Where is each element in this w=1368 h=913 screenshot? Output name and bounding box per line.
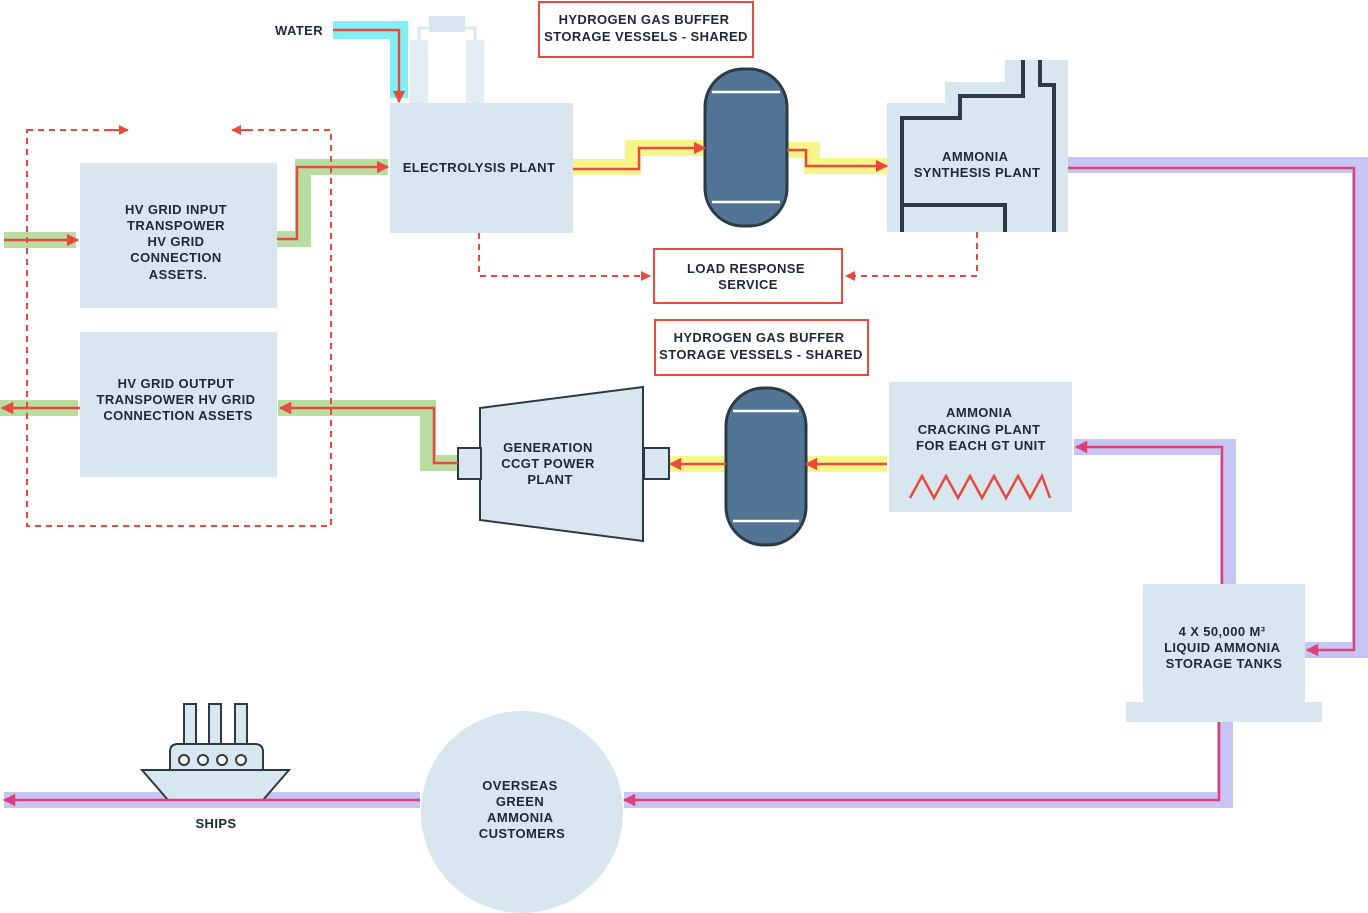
ammonia-synthesis-plant bbox=[887, 60, 1068, 232]
generation-ccgt-plant bbox=[457, 385, 670, 543]
electrolysis-plant-label: ELECTROLYSIS PLANT bbox=[403, 160, 556, 175]
ammonia-synthesis-band bbox=[1068, 157, 1368, 658]
ammonia-cracking-arrow bbox=[1074, 440, 1224, 584]
synthesis-load-dashed-line bbox=[845, 232, 978, 281]
turbine-body bbox=[479, 385, 644, 543]
ammonia-cracking-plant bbox=[889, 382, 1072, 512]
ammonia-synthesis-shape bbox=[887, 60, 1068, 232]
electrolysis-chimney-left bbox=[410, 40, 428, 105]
h2-synthesis-band bbox=[787, 142, 887, 174]
generation-to-grid-arrow bbox=[278, 401, 458, 465]
turbine-shaft-left bbox=[457, 447, 482, 480]
water-label: WATER bbox=[275, 23, 323, 38]
h2-synthesis-arrow bbox=[787, 148, 889, 173]
water-arrow bbox=[333, 28, 406, 104]
ammonia-customers-arrow bbox=[622, 722, 1221, 807]
electrolysis-plant-box bbox=[390, 103, 573, 233]
hydrogen-vessel-top bbox=[703, 67, 789, 228]
ships-label: SHIPS bbox=[195, 816, 236, 831]
cracking-plant-box bbox=[889, 382, 1072, 512]
generation-to-grid-band bbox=[278, 400, 458, 471]
hv-grid-input-box bbox=[80, 163, 277, 308]
overseas-customers-circle bbox=[421, 711, 623, 913]
h2-buffer-mid-label: HYDROGEN GAS BUFFER STORAGE VESSELS - SH… bbox=[659, 330, 863, 362]
customers-label: OVERSEAS GREEN AMMONIA CUSTOMERS bbox=[479, 778, 565, 841]
cracking-plant-label: AMMONIA CRACKING PLANT FOR EACH GT UNIT bbox=[916, 405, 1046, 453]
h2-buffer-mid-box bbox=[654, 319, 869, 376]
grid-to-electrolysis-arrow bbox=[277, 160, 390, 241]
ammonia-customers-band bbox=[624, 722, 1233, 808]
h2-electrolysis-arrow bbox=[573, 141, 707, 171]
ship-icon bbox=[139, 703, 292, 801]
liquid-ammonia-storage-tanks bbox=[1126, 584, 1322, 722]
grid-to-electrolysis-band bbox=[277, 159, 388, 247]
dashed-gap-cover bbox=[122, 120, 238, 140]
electrolysis-plant bbox=[390, 16, 573, 233]
electrolysis-chimney-right bbox=[466, 40, 484, 105]
load-response-label: LOAD RESPONSE SERVICE bbox=[687, 261, 809, 292]
water-band bbox=[333, 21, 408, 98]
hv-grid-output-box bbox=[80, 332, 277, 477]
hydrogen-vessel-bottom bbox=[724, 386, 808, 547]
hv-grid-output-label: HV GRID OUTPUT TRANSPOWER HV GRID CONNEC… bbox=[97, 376, 260, 423]
storage-tanks-label: 4 X 50,000 M³ LIQUID AMMONIA STORAGE TAN… bbox=[1164, 624, 1284, 671]
ammonia-cracking-band bbox=[1074, 439, 1236, 584]
h2-buffer-top-box bbox=[538, 1, 754, 58]
turbine-shaft-right bbox=[643, 447, 670, 480]
grid-connection-dashed-boundary bbox=[26, 129, 332, 527]
ammonia-synthesis-arrow bbox=[1068, 166, 1356, 657]
generation-label: GENERATION CCGT POWER PLANT bbox=[501, 440, 599, 487]
electrolysis-tank bbox=[429, 16, 465, 32]
load-response-box bbox=[653, 248, 843, 304]
ammonia-synthesis-label: AMMONIA SYNTHESIS PLANT bbox=[914, 149, 1041, 180]
electrolysis-load-dashed-line bbox=[478, 233, 651, 281]
hv-grid-input-label: HV GRID INPUT TRANSPOWER HV GRID CONNECT… bbox=[125, 202, 231, 282]
h2-buffer-top-label: HYDROGEN GAS BUFFER STORAGE VESSELS - SH… bbox=[544, 12, 748, 44]
synthesis-pipework bbox=[900, 60, 1056, 232]
heating-coil-icon bbox=[908, 472, 1052, 501]
